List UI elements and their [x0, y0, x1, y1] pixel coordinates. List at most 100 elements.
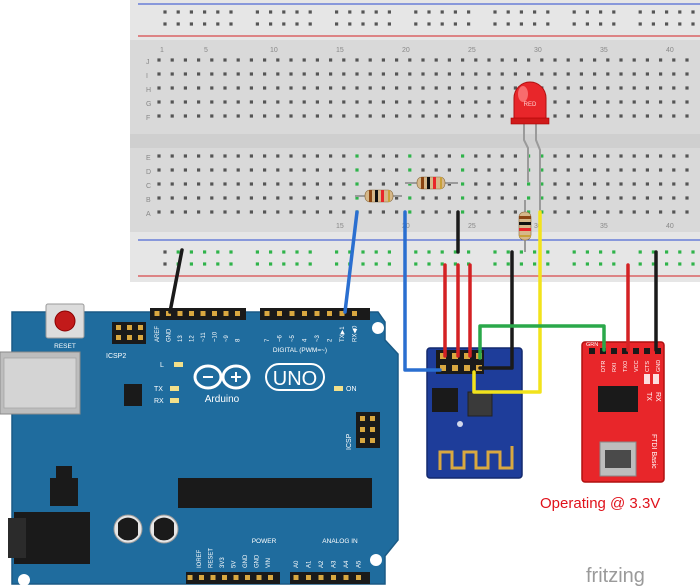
rail-hole: [374, 250, 378, 254]
breadboard-hole: [183, 196, 187, 200]
breadboard-hole: [381, 210, 385, 214]
breadboard-hole: [210, 86, 214, 90]
breadboard-hole: [329, 168, 333, 172]
rx-led: [170, 398, 179, 403]
arduino-infinity-logo: [193, 364, 251, 390]
rail-hole: [427, 22, 431, 26]
power-pin-label: RESET: [209, 548, 215, 568]
breadboard-hole: [329, 196, 333, 200]
breadboard-hole: [329, 154, 333, 158]
rail-hole: [599, 10, 603, 14]
breadboard-hole: [157, 114, 161, 118]
breadboard-hole: [421, 196, 425, 200]
breadboard-hole: [329, 86, 333, 90]
breadboard-hole: [381, 154, 385, 158]
breadboard-hole: [368, 210, 372, 214]
breadboard-hole: [566, 168, 570, 172]
breadboard-hole: [632, 58, 636, 62]
breadboard-hole: [645, 196, 649, 200]
breadboard-hole: [197, 154, 201, 158]
rail-hole: [585, 10, 589, 14]
rail-hole: [440, 262, 444, 266]
power-label: POWER: [252, 538, 277, 545]
rail-holes: [163, 10, 695, 266]
analog-pin-label: A2: [319, 560, 325, 568]
breadboard-hole: [474, 86, 478, 90]
breadboard-hole: [487, 100, 491, 104]
reset-button[interactable]: [45, 303, 85, 339]
regulator-chip: [124, 384, 142, 406]
ftdi-pin-label: RXI: [612, 362, 618, 372]
rail-hole: [665, 262, 669, 266]
breadboard-hole: [540, 210, 544, 214]
mounting-hole: [372, 322, 384, 334]
breadboard-hole: [659, 196, 663, 200]
breadboard-hole: [183, 168, 187, 172]
breadboard-hole: [645, 168, 649, 172]
rail-hole: [427, 10, 431, 14]
breadboard-hole: [461, 210, 465, 214]
breadboard-hole: [223, 182, 227, 186]
breadboard-hole: [249, 114, 253, 118]
breadboard-hole: [329, 58, 333, 62]
breadboard-hole: [619, 182, 623, 186]
breadboard-hole: [672, 114, 676, 118]
breadboard-hole: [500, 58, 504, 62]
breadboard-hole: [500, 196, 504, 200]
breadboard-hole: [276, 72, 280, 76]
breadboard-hole: [593, 100, 597, 104]
breadboard-hole: [315, 168, 319, 172]
rail-hole: [506, 10, 510, 14]
rail-hole: [651, 262, 655, 266]
breadboard-hole: [183, 114, 187, 118]
breadboard-hole: [685, 100, 689, 104]
ftdi-pin-label: VCC: [634, 360, 640, 372]
rail-hole: [651, 10, 655, 14]
breadboard-hole: [672, 86, 676, 90]
breadboard-hole: [355, 58, 359, 62]
rail-hole: [282, 10, 286, 14]
breadboard-hole: [645, 182, 649, 186]
breadboard-hole: [685, 86, 689, 90]
breadboard-hole: [170, 168, 174, 172]
breadboard-hole: [368, 114, 372, 118]
top-power-rail: [130, 0, 700, 40]
breadboard-hole: [540, 182, 544, 186]
breadboard-hole: [381, 86, 385, 90]
ftdi-pin-label: CTS: [645, 361, 651, 372]
breadboard-hole: [263, 114, 267, 118]
rail-hole: [414, 250, 418, 254]
rail-hole: [691, 10, 695, 14]
breadboard-hole: [263, 100, 267, 104]
digital-pin-label: TX▶1: [340, 326, 346, 342]
breadboard-hole: [315, 114, 319, 118]
breadboard-hole: [223, 100, 227, 104]
breadboard-hole: [500, 72, 504, 76]
rail-hole: [308, 10, 312, 14]
breadboard-hole: [395, 196, 399, 200]
rail-hole: [374, 10, 378, 14]
rail-hole: [691, 250, 695, 254]
breadboard-hole: [170, 210, 174, 214]
breadboard-hole: [210, 100, 214, 104]
breadboard-hole: [659, 100, 663, 104]
breadboard-hole: [461, 168, 465, 172]
rail-hole: [440, 22, 444, 26]
breadboard-hole: [461, 114, 465, 118]
breadboard-hole: [566, 154, 570, 158]
row-letter: I: [146, 73, 148, 80]
digital-pin-label: ~9: [224, 334, 230, 342]
rail-hole: [519, 22, 523, 26]
breadboard-hole: [553, 210, 557, 214]
breadboard-hole: [395, 86, 399, 90]
breadboard-hole: [263, 168, 267, 172]
breadboard-hole: [672, 168, 676, 172]
icsp-header: [356, 412, 380, 448]
ftdi-board-label: FTDI Basic: [650, 434, 657, 469]
column-number: 5: [204, 47, 208, 54]
column-number: 40: [666, 47, 674, 54]
breadboard-hole: [302, 182, 306, 186]
rail-hole: [335, 10, 339, 14]
led-label: RED: [524, 102, 537, 108]
